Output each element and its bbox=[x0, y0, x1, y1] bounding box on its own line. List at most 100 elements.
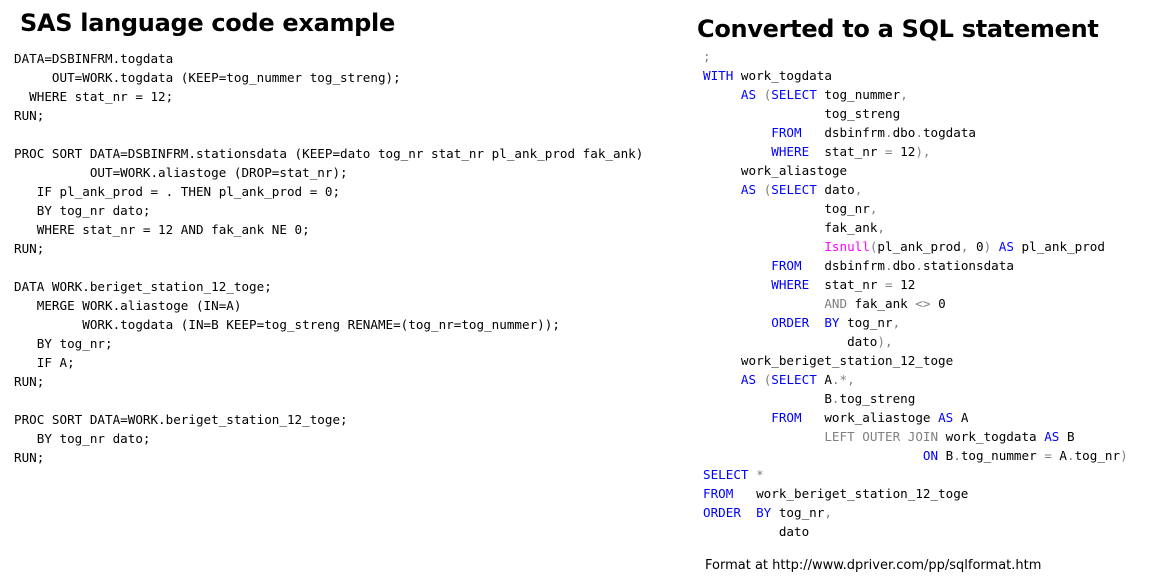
sql-token: ORDER bbox=[771, 315, 810, 330]
sql-token bbox=[703, 391, 824, 406]
sql-token bbox=[703, 258, 771, 273]
sas-code-line: BY tog_nr dato; bbox=[14, 431, 151, 446]
sql-token: pl_ank_prod bbox=[1013, 239, 1105, 254]
sql-token bbox=[703, 163, 741, 178]
sql-token: ) bbox=[1120, 448, 1128, 463]
sql-token: togdata bbox=[922, 125, 977, 140]
sql-token: dbo bbox=[892, 258, 916, 273]
sql-token bbox=[703, 144, 771, 159]
sas-code-block: DATA=DSBINFRM.togdata OUT=WORK.togdata (… bbox=[14, 49, 643, 467]
sql-token: FROM bbox=[771, 410, 802, 425]
sql-token: ( bbox=[763, 182, 772, 197]
sas-code-line: OUT=WORK.aliastoge (DROP=stat_nr); bbox=[14, 165, 348, 180]
sql-token: FROM bbox=[771, 258, 802, 273]
sql-token: tog_streng bbox=[839, 391, 916, 406]
sql-token: ), bbox=[877, 334, 893, 349]
sql-token: , bbox=[900, 87, 908, 102]
sql-token bbox=[703, 353, 741, 368]
sql-token: , bbox=[877, 220, 885, 235]
sql-token: ( bbox=[763, 87, 772, 102]
sql-token: stationsdata bbox=[922, 258, 1014, 273]
sql-code-line: WHERE stat_nr = 12), bbox=[703, 142, 1128, 161]
sql-token: tog_nr bbox=[1074, 448, 1121, 463]
sql-token: . bbox=[885, 125, 893, 140]
sql-token: SELECT bbox=[771, 87, 817, 102]
sql-token: 0 bbox=[930, 296, 946, 311]
sql-token: tog_nummer bbox=[960, 448, 1045, 463]
sql-token bbox=[703, 201, 824, 216]
sas-code-line: OUT=WORK.togdata (KEEP=tog_nummer tog_st… bbox=[14, 70, 401, 85]
sql-code-line: ; bbox=[703, 47, 1128, 66]
sql-token bbox=[991, 239, 999, 254]
sql-token: dato bbox=[778, 524, 810, 539]
sql-code-line: tog_streng bbox=[703, 104, 1128, 123]
sas-code-line bbox=[14, 391, 643, 410]
sql-code-line: FROM work_aliastoge AS A bbox=[703, 408, 1128, 427]
sql-token: AS bbox=[740, 87, 757, 102]
sql-token: Isnull bbox=[824, 239, 870, 254]
sql-token: tog_nummer bbox=[816, 87, 901, 102]
sql-token: . bbox=[831, 391, 840, 406]
sql-token bbox=[756, 182, 764, 197]
sql-token bbox=[703, 220, 824, 235]
sql-token: SELECT bbox=[771, 372, 817, 387]
sql-token: 12 bbox=[892, 277, 916, 292]
sql-token: B bbox=[1059, 429, 1075, 444]
sas-code-line: PROC SORT DATA=WORK.beriget_station_12_t… bbox=[14, 412, 348, 427]
sql-token: ( bbox=[869, 239, 878, 254]
sql-token: WHERE bbox=[771, 144, 810, 159]
sql-code-line: SELECT * bbox=[703, 465, 1128, 484]
sql-token: , bbox=[960, 239, 969, 254]
sql-token: 12 bbox=[892, 144, 916, 159]
sas-code-line: WHERE stat_nr = 12 AND fak_ank NE 0; bbox=[14, 222, 310, 237]
sql-token bbox=[756, 372, 764, 387]
sql-code-line: dato bbox=[703, 522, 1128, 541]
sql-token: fak_ank bbox=[847, 296, 916, 311]
sql-token: tog_streng bbox=[824, 106, 901, 121]
sql-token: A bbox=[1051, 448, 1067, 463]
sql-code-line: ON B.tog_nummer = A.tog_nr) bbox=[703, 446, 1128, 465]
sql-token: work_aliastoge bbox=[801, 410, 939, 425]
sql-token bbox=[741, 505, 756, 520]
sql-token: pl_ank_prod bbox=[877, 239, 961, 254]
sql-code-line: dato), bbox=[703, 332, 1128, 351]
sql-token bbox=[756, 87, 764, 102]
sql-token: * bbox=[756, 467, 764, 482]
sql-token: . bbox=[953, 448, 961, 463]
sql-token: tog_nr bbox=[839, 315, 893, 330]
sql-token bbox=[703, 277, 771, 292]
sql-code-line: AS (SELECT tog_nummer, bbox=[703, 85, 1128, 104]
sql-code-line: LEFT OUTER JOIN work_togdata AS B bbox=[703, 427, 1128, 446]
sql-token: .*, bbox=[831, 372, 855, 387]
footer-note: Format at http://www.dpriver.com/pp/sqlf… bbox=[705, 558, 1042, 573]
sql-token: ; bbox=[703, 49, 711, 64]
sql-token: LEFT OUTER JOIN bbox=[824, 429, 939, 444]
sql-token: ( bbox=[763, 372, 772, 387]
sql-code-line: ORDER BY tog_nr, bbox=[703, 503, 1128, 522]
sql-token: AS bbox=[1044, 429, 1060, 444]
sql-token: . bbox=[885, 258, 893, 273]
sas-code-line: PROC SORT DATA=DSBINFRM.stationsdata (KE… bbox=[14, 146, 644, 161]
sas-code-line: RUN; bbox=[14, 108, 45, 123]
sql-code-line: Isnull(pl_ank_prod, 0) AS pl_ank_prod bbox=[703, 237, 1128, 256]
sql-token: WHERE bbox=[771, 277, 810, 292]
sql-code-line: B.tog_streng bbox=[703, 389, 1128, 408]
sql-token: work_beriget_station_12_toge bbox=[740, 353, 954, 368]
sql-heading: Converted to a SQL statement bbox=[697, 15, 1099, 43]
sql-token: BY bbox=[756, 505, 772, 520]
sql-token: , bbox=[869, 201, 878, 216]
sql-code-line: FROM dsbinfrm.dbo.togdata bbox=[703, 123, 1128, 142]
sql-token bbox=[703, 125, 771, 140]
sql-token: AND bbox=[824, 296, 848, 311]
sql-token: tog_nr bbox=[824, 201, 870, 216]
sql-token: , bbox=[892, 315, 901, 330]
sas-code-line bbox=[14, 258, 643, 277]
sql-token: ) bbox=[983, 239, 992, 254]
sql-token: B bbox=[824, 391, 832, 406]
sql-token bbox=[749, 467, 757, 482]
sql-token bbox=[703, 315, 771, 330]
sql-token: work_beriget_station_12_toge bbox=[733, 486, 969, 501]
sql-token: dsbinfrm bbox=[801, 125, 885, 140]
sas-code-line bbox=[14, 125, 643, 144]
sql-token: dsbinfrm bbox=[801, 258, 885, 273]
